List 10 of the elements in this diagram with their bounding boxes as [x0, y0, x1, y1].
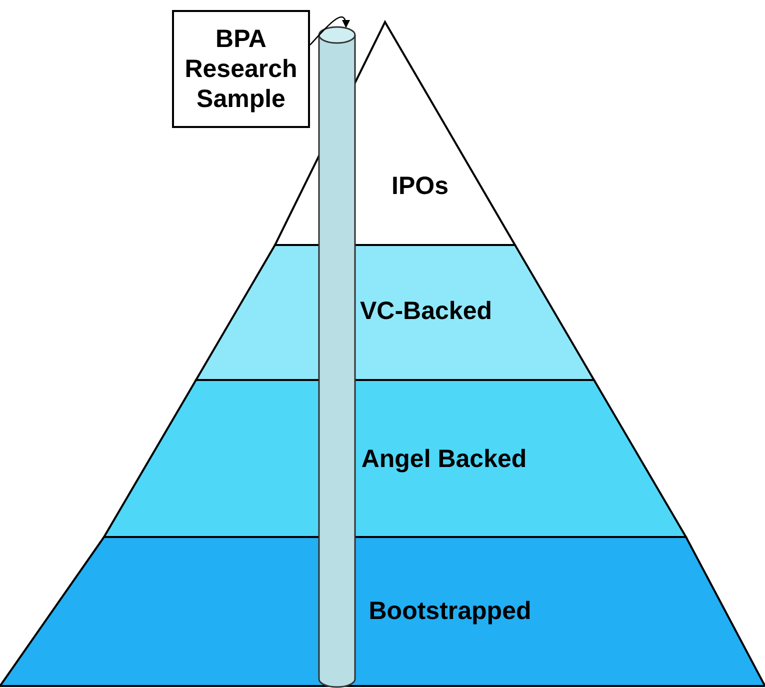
tier-label: Angel Backed — [360, 445, 528, 474]
tier-label: Bootstrapped — [368, 597, 532, 626]
box-label: BPA Research Sample — [184, 24, 298, 114]
tier-label: VC-Backed — [359, 297, 493, 326]
pyramid-tier — [0, 537, 765, 686]
cylinder — [318, 26, 356, 688]
pyramid-tier — [196, 245, 594, 380]
tier-label: IPOs — [390, 172, 450, 201]
label-box — [172, 10, 310, 128]
pyramid-tier — [104, 380, 686, 537]
